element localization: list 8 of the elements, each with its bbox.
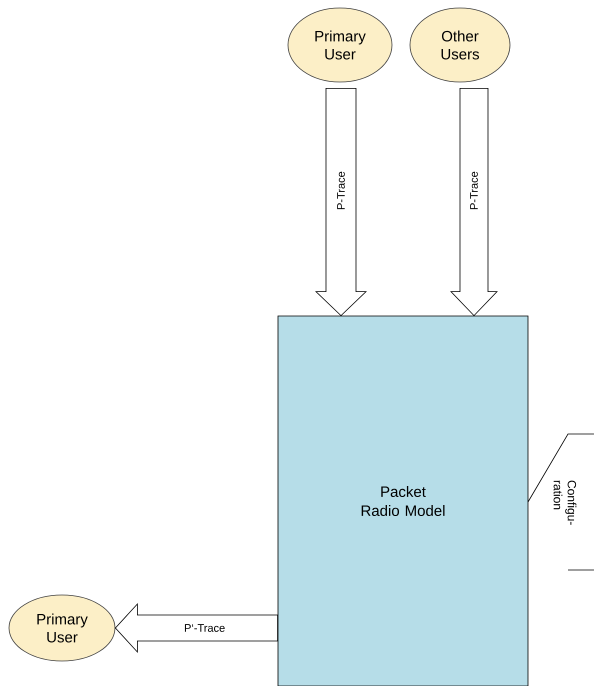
block-arrow — [450, 88, 498, 316]
block-arrow — [114, 602, 278, 654]
edge-label: P-Trace — [469, 170, 479, 211]
configuration-tab: Configu- ration — [528, 434, 594, 570]
edge-label: P‘-Trace — [183, 623, 226, 633]
block-arrow — [315, 88, 367, 316]
model-box: Packet Radio Model — [278, 316, 528, 686]
edge-label: P-Trace — [336, 170, 346, 211]
